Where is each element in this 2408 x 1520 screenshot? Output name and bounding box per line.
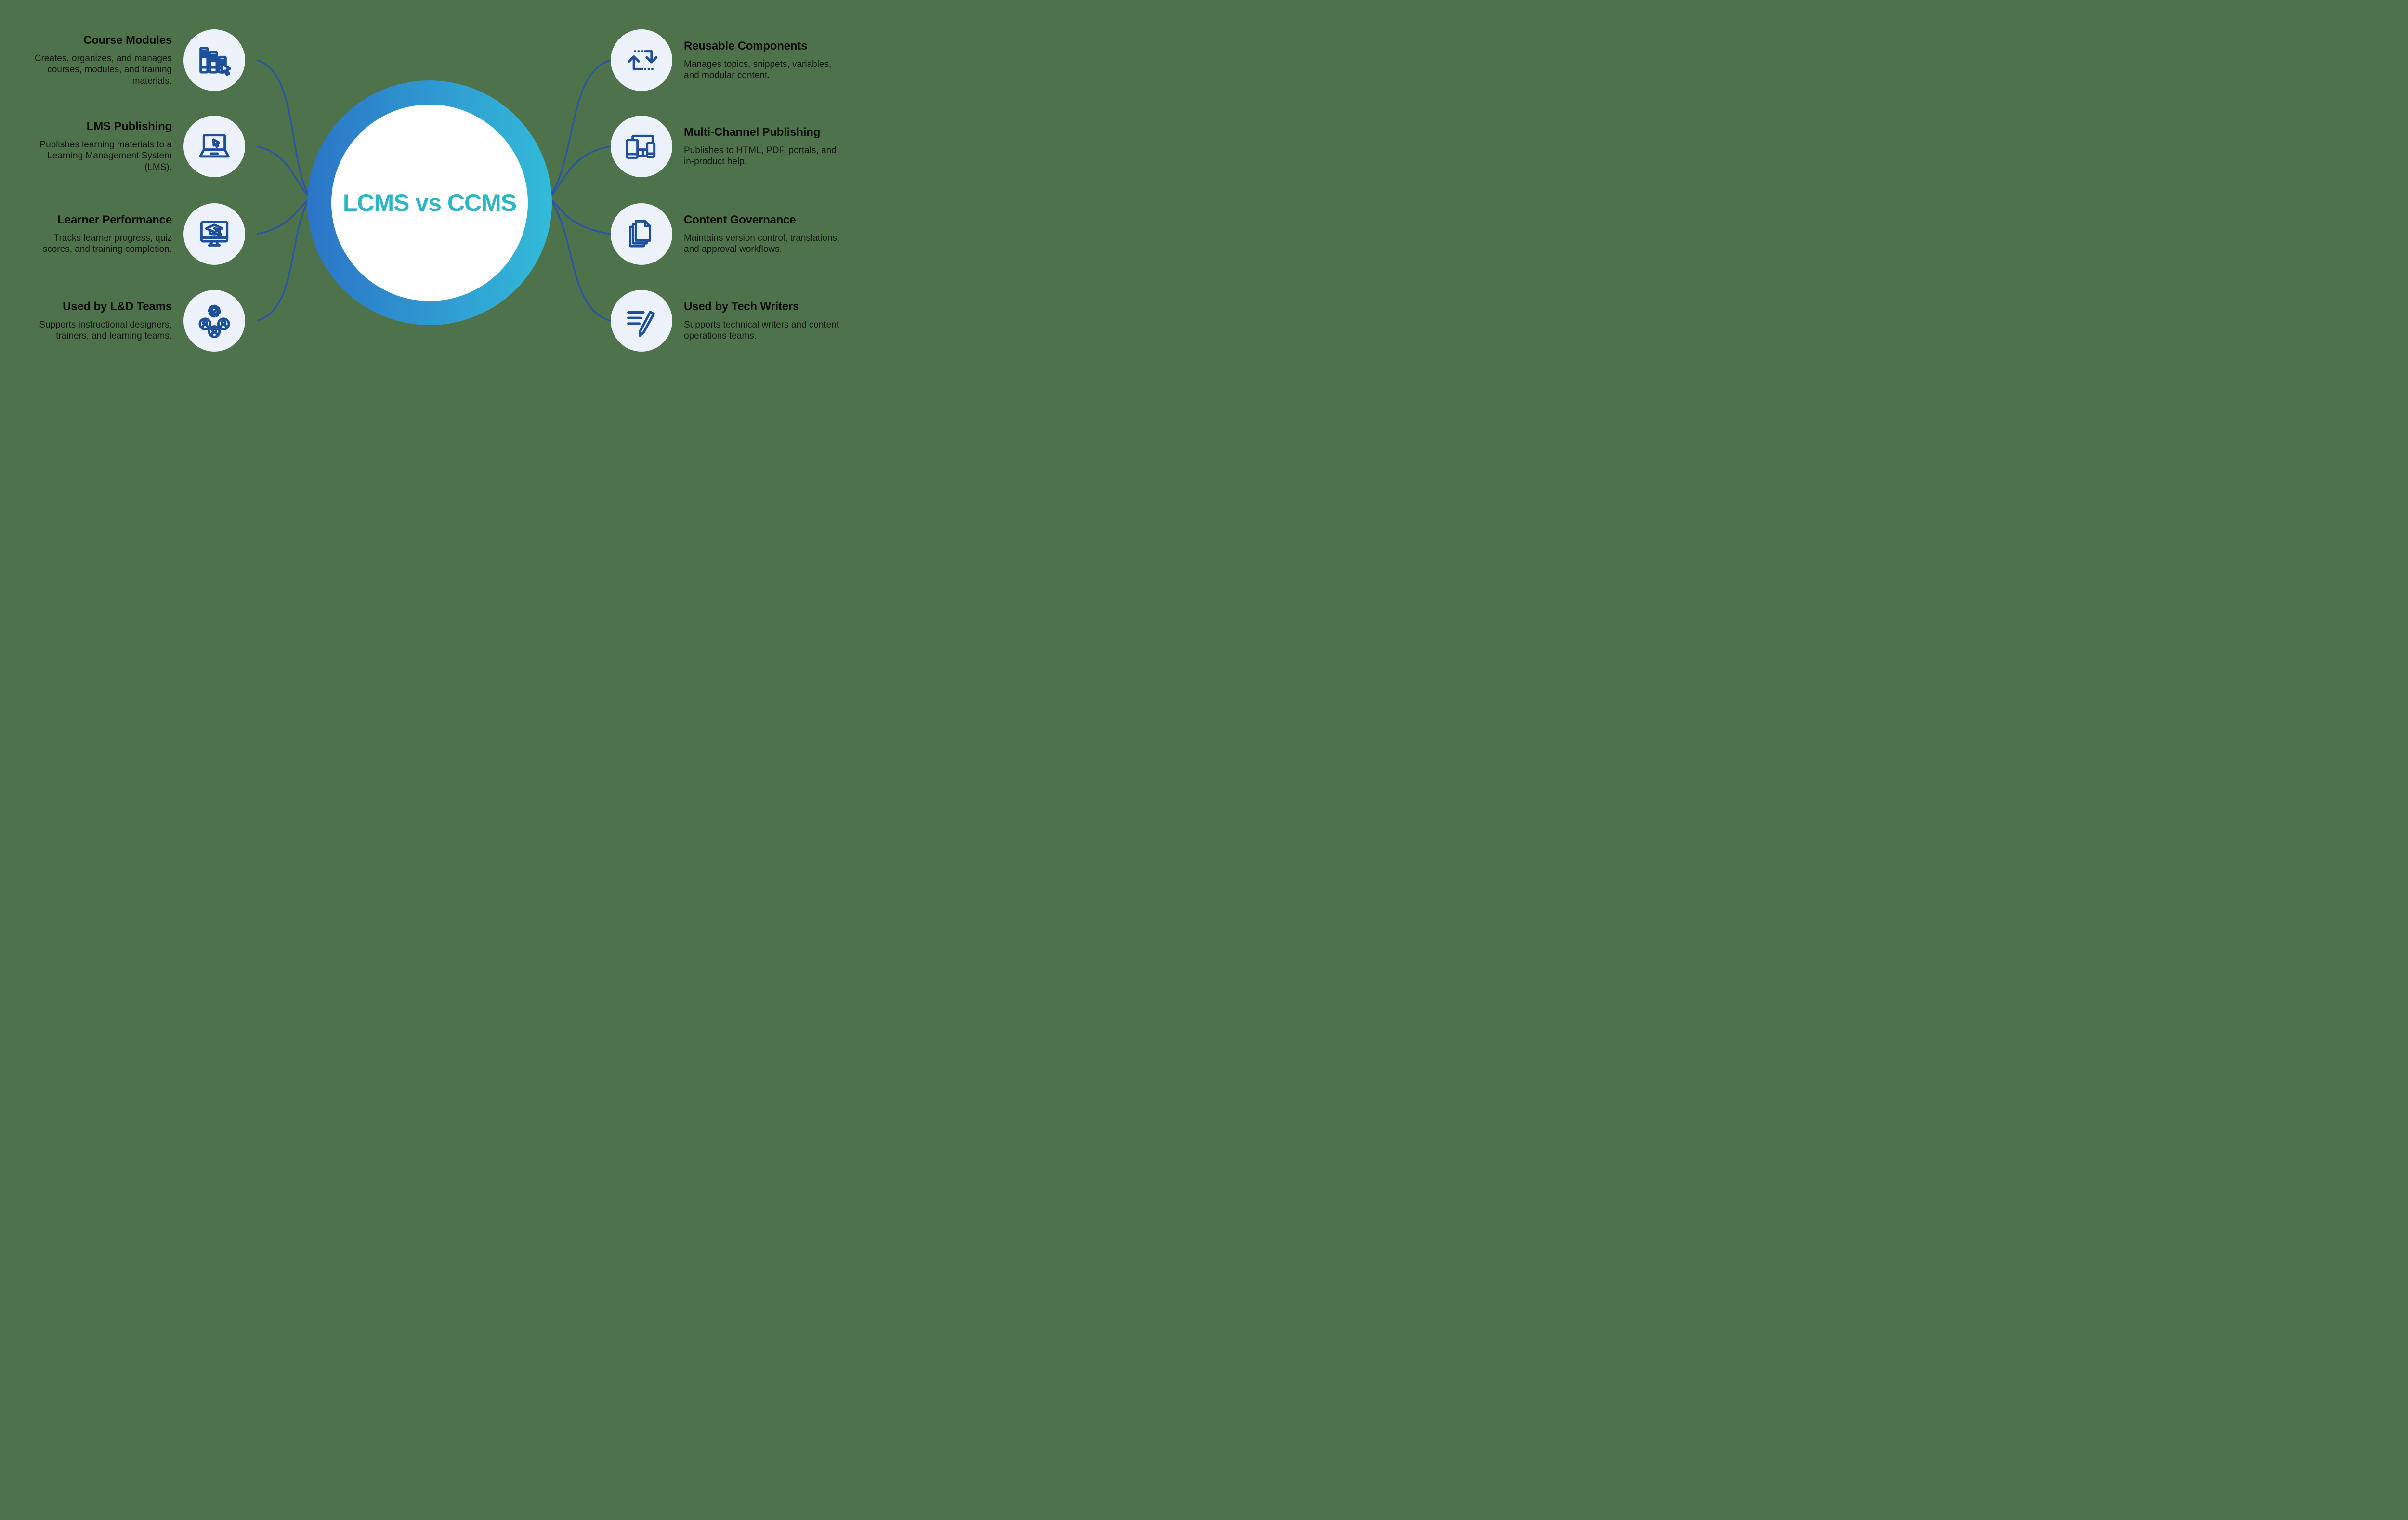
team-gear-icon	[198, 304, 230, 338]
monitor-graduation-icon	[200, 221, 229, 247]
feature-description: Maintains version control, translations,…	[684, 233, 840, 255]
connector-right-1	[549, 59, 611, 197]
connector-left-4	[256, 199, 310, 322]
feature-heading: Course Modules	[83, 33, 172, 47]
feature-description: Manages topics, snippets, variables, and…	[684, 59, 832, 81]
feature-description: Publishes to HTML, PDF, portals, and in-…	[684, 145, 837, 167]
feature-description: Tracks learner progress, quiz scores, an…	[42, 233, 172, 255]
connector-right-4	[549, 198, 611, 322]
feature-heading: Learner Performance	[57, 213, 172, 226]
books-cursor-icon	[199, 47, 231, 76]
feature-heading: Content Governance	[684, 213, 796, 226]
icon-circle	[611, 203, 672, 265]
laptop-cursor-icon	[199, 134, 230, 158]
feature-heading: Used by L&D Teams	[63, 300, 172, 313]
feature-description: Supports technical writers and content o…	[684, 319, 839, 341]
feature-course-modules: Course Modules Creates, organizes, and m…	[31, 19, 245, 101]
connector-left-3	[256, 197, 310, 235]
connector-right-3	[549, 197, 611, 235]
feature-description: Creates, organizes, and manages courses,…	[34, 53, 172, 86]
center-circle: LCMS vs CCMS	[331, 105, 528, 301]
feature-heading: Multi-Channel Publishing	[684, 125, 821, 139]
icon-circle	[611, 29, 672, 91]
documents-icon	[629, 220, 651, 248]
connector-left-1	[256, 59, 310, 197]
devices-icon	[626, 134, 656, 159]
icon-circle	[183, 116, 245, 177]
feature-reusable-components: Reusable Components Manages topics, snip…	[611, 19, 843, 101]
feature-tech-writers: Used by Tech Writers Supports technical …	[611, 280, 843, 362]
infographic-canvas: Course Modules Creates, organizes, and m…	[0, 0, 867, 380]
feature-learner-performance: Learner Performance Tracks learner progr…	[31, 193, 245, 275]
feature-multichannel-publishing: Multi-Channel Publishing Publishes to HT…	[611, 105, 843, 187]
icon-circle	[183, 29, 245, 91]
feature-content-governance: Content Governance Maintains version con…	[611, 193, 843, 275]
feature-lms-publishing: LMS Publishing Publishes learning materi…	[31, 105, 245, 187]
feature-heading: Used by Tech Writers	[684, 300, 799, 313]
icon-circle	[611, 290, 672, 352]
icon-circle	[183, 290, 245, 352]
connector-left-2	[256, 145, 310, 198]
pen-lines-icon	[627, 311, 655, 337]
feature-heading: LMS Publishing	[86, 119, 172, 133]
center-title: LCMS vs CCMS	[342, 189, 517, 216]
feature-heading: Reusable Components	[684, 39, 808, 52]
feature-description: Supports instructional designers, traine…	[39, 319, 172, 341]
connector-right-2	[549, 145, 611, 198]
reuse-arrows-icon	[628, 50, 658, 70]
center-ring: LCMS vs CCMS	[307, 80, 552, 325]
feature-ld-teams: Used by L&D Teams Supports instructional…	[31, 280, 245, 362]
feature-description: Publishes learning materials to a Learni…	[39, 139, 172, 172]
icon-circle	[183, 203, 245, 265]
icon-circle	[611, 116, 672, 177]
connector-lines	[256, 59, 611, 322]
